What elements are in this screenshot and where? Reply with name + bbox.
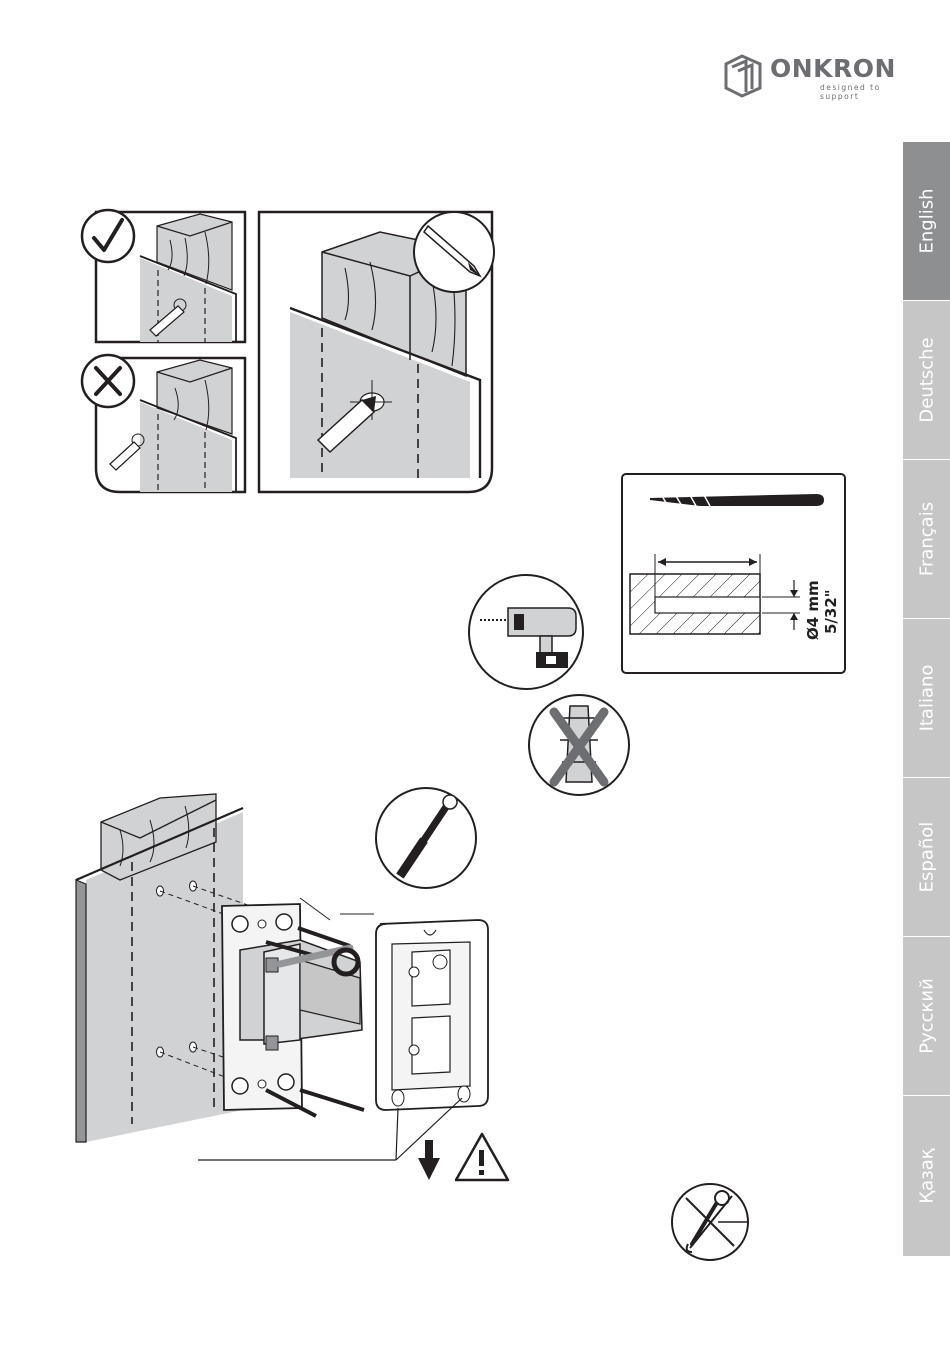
tab-francais[interactable]: Français — [903, 460, 950, 619]
pencil-icon — [414, 212, 494, 292]
cross-icon — [82, 355, 134, 407]
stud-locate-panel — [82, 210, 494, 492]
warning-icon — [456, 1134, 508, 1180]
installation-illustration: Ø4 mm 5/32" — [0, 0, 900, 1347]
tab-label: Français — [916, 502, 937, 576]
drill-icon — [469, 575, 583, 689]
check-icon — [82, 210, 134, 262]
down-arrow-icon — [418, 1140, 440, 1180]
tab-label: English — [916, 189, 937, 254]
socket-wrench-icon — [376, 788, 476, 888]
tab-italiano[interactable]: Italiano — [903, 619, 950, 778]
tab-espanol[interactable]: Español — [903, 778, 950, 937]
drill-diameter-imperial-label: 5/32" — [822, 589, 840, 634]
tab-label: Español — [916, 822, 937, 893]
tab-label: Italiano — [916, 665, 937, 732]
tab-russian[interactable]: Русский — [903, 937, 950, 1096]
tab-label: Русский — [916, 978, 937, 1054]
language-tabs: English Deutsche Français Italiano Españ… — [903, 142, 950, 1256]
tab-kazakh[interactable]: Қазақ — [903, 1096, 950, 1257]
drill-diameter-label: Ø4 mm — [804, 580, 822, 640]
tab-deutsche[interactable]: Deutsche — [903, 301, 950, 460]
no-wrench-icon — [672, 1184, 748, 1260]
tab-english[interactable]: English — [903, 142, 950, 301]
drill-spec-box: Ø4 mm 5/32" — [622, 474, 845, 673]
no-anchor-icon — [529, 695, 629, 795]
tab-label: Deutsche — [916, 337, 937, 422]
tab-label: Қазақ — [916, 1148, 937, 1203]
